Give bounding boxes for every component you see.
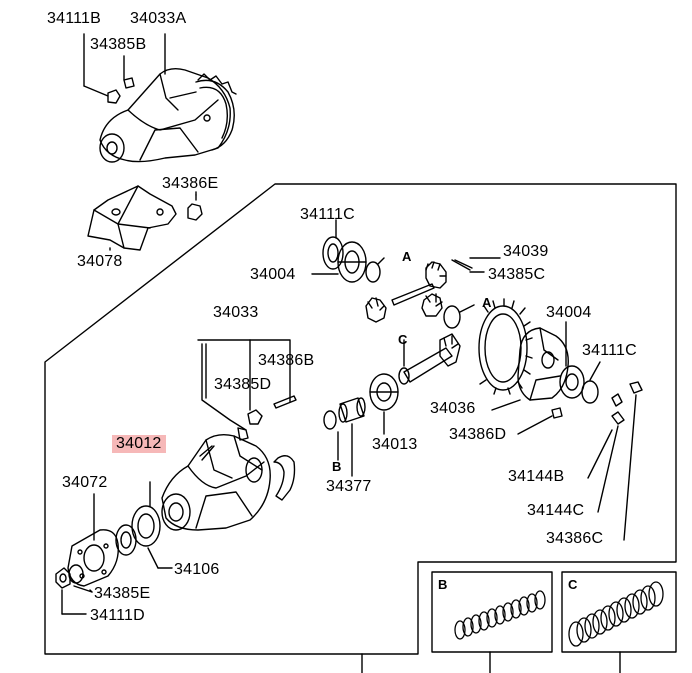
bearing-34111c-top xyxy=(322,236,344,270)
part-label-34386b[interactable]: 34386B xyxy=(258,352,315,369)
part-label-34012[interactable]: 34012 xyxy=(112,435,166,453)
ref-label-a-mid: A xyxy=(482,295,492,310)
inset-b-spring xyxy=(454,590,546,640)
part-label-34036[interactable]: 34036 xyxy=(430,400,476,417)
part-label-34144c[interactable]: 34144C xyxy=(527,502,585,519)
bracket-34078 xyxy=(87,185,177,251)
carrier-assembly-top xyxy=(99,67,237,163)
part-label-34078[interactable]: 34078 xyxy=(77,253,123,270)
bolt-34386c xyxy=(629,381,643,394)
part-label-34385e[interactable]: 34385E xyxy=(94,585,151,602)
nut-34385d xyxy=(247,409,263,425)
inset-box-c xyxy=(561,571,677,653)
inset-box-b xyxy=(431,571,553,653)
part-label-34111d[interactable]: 34111D xyxy=(90,607,145,624)
pinion-shaft xyxy=(391,283,435,306)
ref-label-a-top: A xyxy=(402,249,412,264)
differential-case xyxy=(517,327,569,401)
part-label-34013[interactable]: 34013 xyxy=(372,436,418,453)
ref-label-b: B xyxy=(332,459,342,474)
washer-b xyxy=(323,410,337,430)
part-label-34004-right[interactable]: 34004 xyxy=(546,304,592,321)
washer-34385e xyxy=(68,564,84,584)
part-label-34386d[interactable]: 34386D xyxy=(449,426,507,443)
part-label-34072[interactable]: 34072 xyxy=(62,474,108,491)
bearing-34004-right xyxy=(559,365,585,399)
pinion-gear-left xyxy=(365,297,387,323)
part-label-34033[interactable]: 34033 xyxy=(213,304,259,321)
part-label-34033a[interactable]: 34033A xyxy=(130,10,187,27)
bolt-34386b xyxy=(273,395,297,409)
part-label-34111c-right[interactable]: 34111C xyxy=(582,342,637,359)
part-label-34111b[interactable]: 34111B xyxy=(47,10,101,27)
part-label-34385b[interactable]: 34385B xyxy=(90,36,147,53)
lock-34144c xyxy=(611,411,625,425)
companion-flange xyxy=(67,529,119,587)
bolt-34386d xyxy=(551,407,563,419)
ref-label-c: C xyxy=(398,332,408,347)
drive-pinion xyxy=(398,333,461,385)
bolt-34385b xyxy=(123,77,135,89)
ring-gear xyxy=(478,298,533,395)
spacer-a-top xyxy=(365,261,381,283)
part-label-34377[interactable]: 34377 xyxy=(326,478,372,495)
thrust-washer-a-mid xyxy=(443,305,461,329)
part-label-34385c[interactable]: 34385C xyxy=(488,266,546,283)
oil-seal-34106 xyxy=(131,505,161,547)
side-gear-top xyxy=(425,261,447,289)
bearing-34004-top xyxy=(337,241,367,283)
inset-c-spring xyxy=(568,581,664,647)
nut-34111d xyxy=(55,567,71,589)
part-label-34386c[interactable]: 34386C xyxy=(546,530,604,547)
inset-b-title: B xyxy=(438,577,448,592)
part-label-34385d[interactable]: 34385D xyxy=(214,376,272,393)
shim-34144b xyxy=(611,393,623,407)
inset-c-title: C xyxy=(568,577,578,592)
pin-34039 xyxy=(451,259,471,271)
part-label-34111c-top[interactable]: 34111C xyxy=(300,206,355,223)
part-label-34144b[interactable]: 34144B xyxy=(508,468,565,485)
part-label-34106[interactable]: 34106 xyxy=(174,561,220,578)
nut-34111b xyxy=(107,89,121,104)
bearing-34013 xyxy=(369,373,399,411)
assembly-frame xyxy=(44,183,677,655)
carrier-housing xyxy=(161,433,271,531)
spacer-34377 xyxy=(338,397,366,423)
part-label-34386e[interactable]: 34386E xyxy=(162,175,219,192)
pinion-gear-right xyxy=(421,293,443,317)
bearing-34111c-right xyxy=(581,380,599,404)
washer-34106b xyxy=(115,524,137,556)
cover-gasket xyxy=(273,455,296,501)
part-label-34039[interactable]: 34039 xyxy=(503,243,549,260)
part-label-34004-left[interactable]: 34004 xyxy=(250,266,296,283)
